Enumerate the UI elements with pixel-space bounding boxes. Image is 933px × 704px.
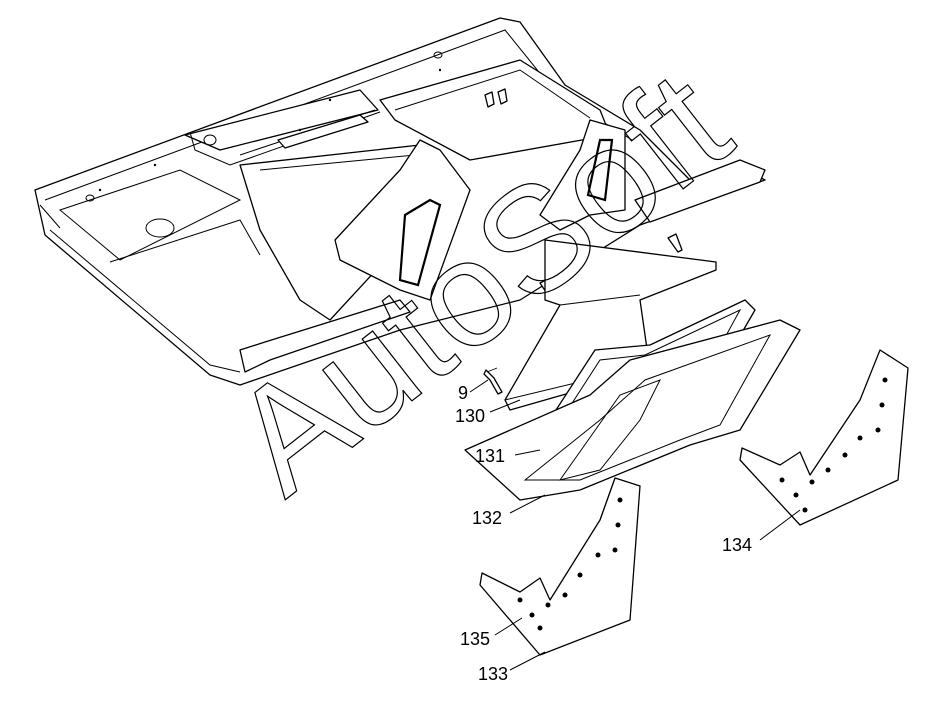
callout-135: 135	[460, 629, 490, 649]
floor-platform-assembly	[34, 17, 766, 386]
callout-133: 133	[478, 664, 508, 684]
callout-134: 134	[722, 535, 752, 555]
callout-132: 132	[472, 508, 502, 528]
bracket-holes-right	[779, 377, 888, 513]
callout-9: 9	[458, 383, 468, 403]
bolt-9	[483, 367, 503, 395]
bracket-133-135	[479, 477, 641, 656]
tray-132	[464, 319, 801, 501]
leader-lines	[469, 379, 801, 671]
callout-131: 131	[475, 446, 505, 466]
bracket-holes-left	[517, 497, 623, 631]
callout-130: 130	[455, 406, 485, 426]
